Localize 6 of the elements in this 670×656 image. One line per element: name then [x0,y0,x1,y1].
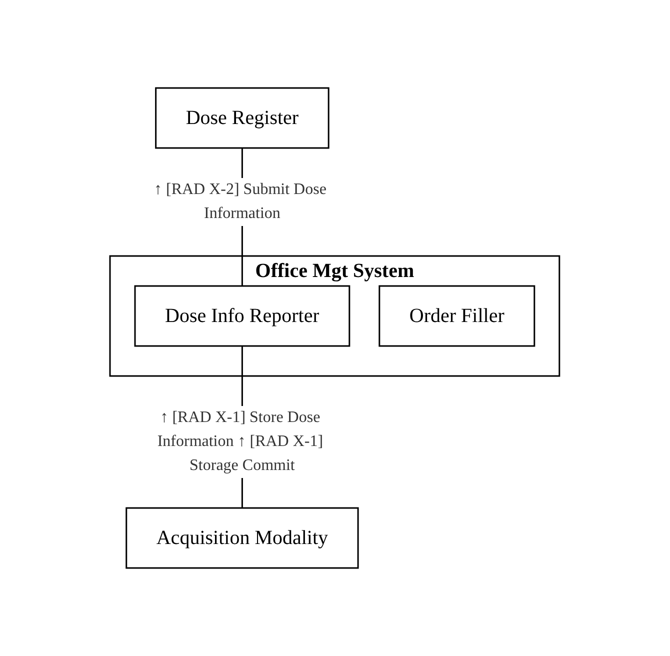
edge-label: ↑ [RAD X-2] Submit Dose Information [154,181,327,222]
node-box: Order Filler [378,285,536,347]
node-box: Dose Info Reporter [134,285,350,347]
node-box: Acquisition Modality [126,507,360,569]
node-box: Dose Register [155,87,330,149]
edge-label: ↑ [RAD X-1] Store Dose Information ↑ [RAD X-1] Storage Commit [158,409,324,474]
